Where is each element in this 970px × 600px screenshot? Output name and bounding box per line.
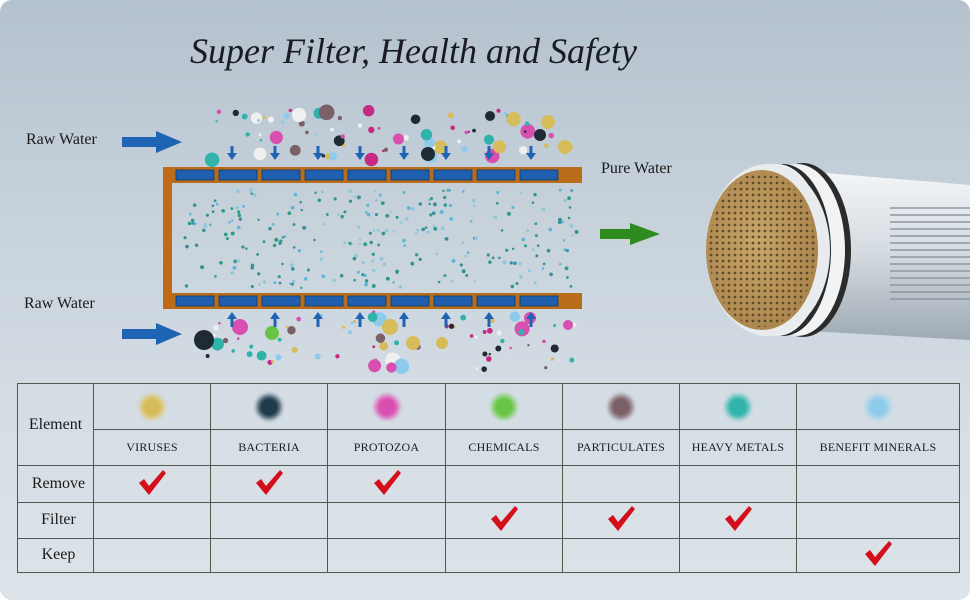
- element-name: PARTICULATES: [562, 429, 680, 467]
- membrane-segment: [390, 169, 430, 181]
- checkmark-icon: [491, 505, 518, 531]
- raw-water-label-top: Raw Water: [26, 131, 97, 148]
- membrane-segment: [433, 169, 473, 181]
- row-keep: Keep: [17, 537, 960, 574]
- status-cell: [210, 465, 328, 503]
- filter-cartridge: [706, 163, 970, 340]
- protozoa-swatch: [374, 394, 399, 419]
- status-cell: [796, 465, 960, 503]
- status-cell: [445, 465, 563, 503]
- status-cell: [93, 465, 211, 503]
- membrane-segment: [347, 295, 387, 307]
- flow-arrows: [227, 146, 536, 327]
- status-cell: [210, 537, 328, 574]
- membrane-segment: [218, 169, 258, 181]
- membrane-segment: [347, 169, 387, 181]
- pure-water-label: Pure Water: [601, 160, 672, 177]
- status-cell: [445, 501, 563, 539]
- viruses-swatch: [140, 394, 164, 419]
- swatch-cell: [327, 382, 446, 431]
- membrane-segment: [304, 295, 344, 307]
- raw-water-arrow-top: [122, 131, 182, 153]
- name-row: VIRUSES BACTERIA PROTOZOA CHEMICALS PART…: [18, 429, 960, 467]
- water-particles: [194, 104, 577, 374]
- membrane-segment: [390, 295, 430, 307]
- membrane-segment: [261, 169, 301, 181]
- status-cell: [679, 501, 797, 539]
- benefit-minerals-swatch: [866, 394, 890, 419]
- element-name: VIRUSES: [93, 429, 211, 467]
- bacteria-swatch: [257, 394, 281, 419]
- status-cell: [562, 537, 680, 574]
- raw-water-label-bottom: Raw Water: [24, 295, 95, 312]
- swatch-cell: [562, 382, 680, 431]
- element-name: PROTOZOA: [327, 429, 446, 467]
- checkmark-icon: [373, 469, 401, 495]
- status-cell: [327, 537, 446, 574]
- status-cell: [796, 537, 960, 574]
- swatch-cell: [93, 382, 211, 431]
- swatch-row: Element: [17, 382, 960, 467]
- filter-diagram: [122, 104, 970, 374]
- row-filter: Filter: [17, 501, 960, 539]
- swatch-cell: [679, 382, 797, 431]
- membrane-segment: [175, 295, 215, 307]
- membrane-bottom: [172, 293, 582, 309]
- row-label-remove: Remove: [31, 475, 86, 493]
- status-cell: [679, 465, 797, 503]
- status-cell: [562, 501, 680, 539]
- status-cell: [93, 537, 211, 574]
- row-remove: Remove: [17, 465, 960, 503]
- swatch-cell: [445, 382, 563, 431]
- membrane-segment: [519, 295, 559, 307]
- status-cell: [93, 501, 211, 539]
- membrane-segment: [433, 295, 473, 307]
- checkmark-icon: [256, 469, 283, 495]
- row-label-filter: Filter: [41, 511, 76, 529]
- swatch-cell: [210, 382, 328, 431]
- membrane-segment: [476, 169, 516, 181]
- membrane-segment: [519, 169, 559, 181]
- element-name: BACTERIA: [210, 429, 328, 467]
- page-title: Super Filter, Health and Safety: [190, 31, 637, 71]
- raw-water-arrow-bottom: [122, 323, 182, 345]
- checkmark-icon: [725, 505, 752, 531]
- status-cell: [445, 537, 563, 574]
- membrane-top: [172, 167, 582, 183]
- pure-water-arrow: [600, 223, 660, 245]
- element-header: Element: [17, 382, 94, 467]
- status-cell: [796, 501, 960, 539]
- membrane-segment: [476, 295, 516, 307]
- status-cell: [210, 501, 328, 539]
- status-cell: [327, 465, 446, 503]
- particulates-swatch: [609, 394, 633, 419]
- element-table: Element VIRUSES BACTERIA PROTOZOA CHEMIC…: [17, 382, 960, 574]
- swatch-cell: [796, 382, 960, 431]
- checkmark-icon: [865, 540, 892, 566]
- status-cell: [327, 501, 446, 539]
- membrane-segment: [218, 295, 258, 307]
- status-cell: [562, 465, 680, 503]
- membrane-segment: [175, 169, 215, 181]
- filtered-water-dots: [183, 188, 579, 290]
- status-cell: [679, 537, 797, 574]
- membrane-segment: [304, 169, 344, 181]
- chemicals-swatch: [492, 394, 516, 419]
- checkmark-icon: [608, 505, 635, 531]
- heavy-metals-swatch: [726, 394, 750, 419]
- element-name: CHEMICALS: [445, 429, 563, 467]
- element-name: HEAVY METALS: [679, 429, 797, 467]
- element-name: BENEFIT MINERALS: [796, 429, 960, 467]
- checkmark-icon: [139, 469, 166, 495]
- membrane-segment: [261, 295, 301, 307]
- row-label-keep: Keep: [41, 546, 76, 564]
- membrane-chamber: [163, 167, 582, 309]
